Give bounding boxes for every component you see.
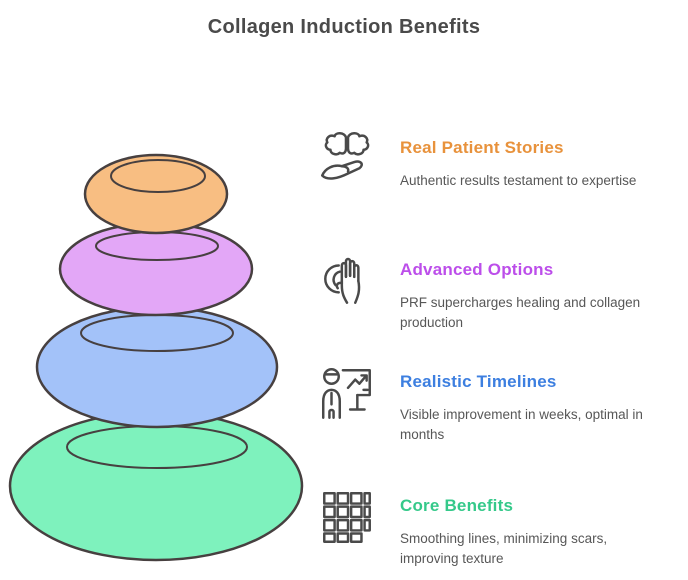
benefit-item-realistic-timelines: Realistic Timelines Visible improvement …: [318, 362, 678, 446]
benefit-heading: Advanced Options: [400, 260, 554, 279]
stone-stack-illustration: [0, 130, 320, 580]
page-title: Collagen Induction Benefits: [207, 16, 481, 38]
benefit-text-block: Realistic Timelines Visible improvement …: [380, 362, 668, 446]
stone-core-benefits: [8, 410, 304, 562]
stone-realistic-timelines: [35, 305, 279, 429]
benefit-heading: Real Patient Stories: [400, 138, 564, 157]
benefit-text-block: Advanced Options PRF supercharges healin…: [380, 250, 668, 334]
benefit-description: Visible improvement in weeks, optimal in…: [400, 407, 643, 443]
waving-hand-icon: [318, 250, 380, 312]
benefit-item-real-patient-stories: Real Patient Stories Authentic results t…: [318, 128, 678, 191]
hand-holding-brain-icon: [318, 128, 380, 190]
benefit-item-advanced-options: Advanced Options PRF supercharges healin…: [318, 250, 678, 334]
benefit-item-core-benefits: Core Benefits Smoothing lines, minimizin…: [318, 486, 678, 570]
benefit-text-block: Core Benefits Smoothing lines, minimizin…: [380, 486, 668, 570]
benefit-heading: Realistic Timelines: [400, 372, 557, 391]
benefit-description: Smoothing lines, minimizing scars, impro…: [400, 531, 608, 567]
stone-stack-svg: [8, 153, 304, 562]
stone-advanced-options: [58, 221, 254, 317]
stone-real-patient-stories: [83, 153, 229, 235]
benefit-description: PRF supercharges healing and collagen pr…: [400, 295, 641, 331]
benefit-heading: Core Benefits: [400, 496, 514, 515]
grid-pattern-icon: [318, 486, 380, 548]
presenter-chart-icon: [318, 362, 380, 424]
benefit-text-block: Real Patient Stories Authentic results t…: [380, 128, 636, 191]
benefit-description: Authentic results testament to expertise: [400, 173, 637, 188]
